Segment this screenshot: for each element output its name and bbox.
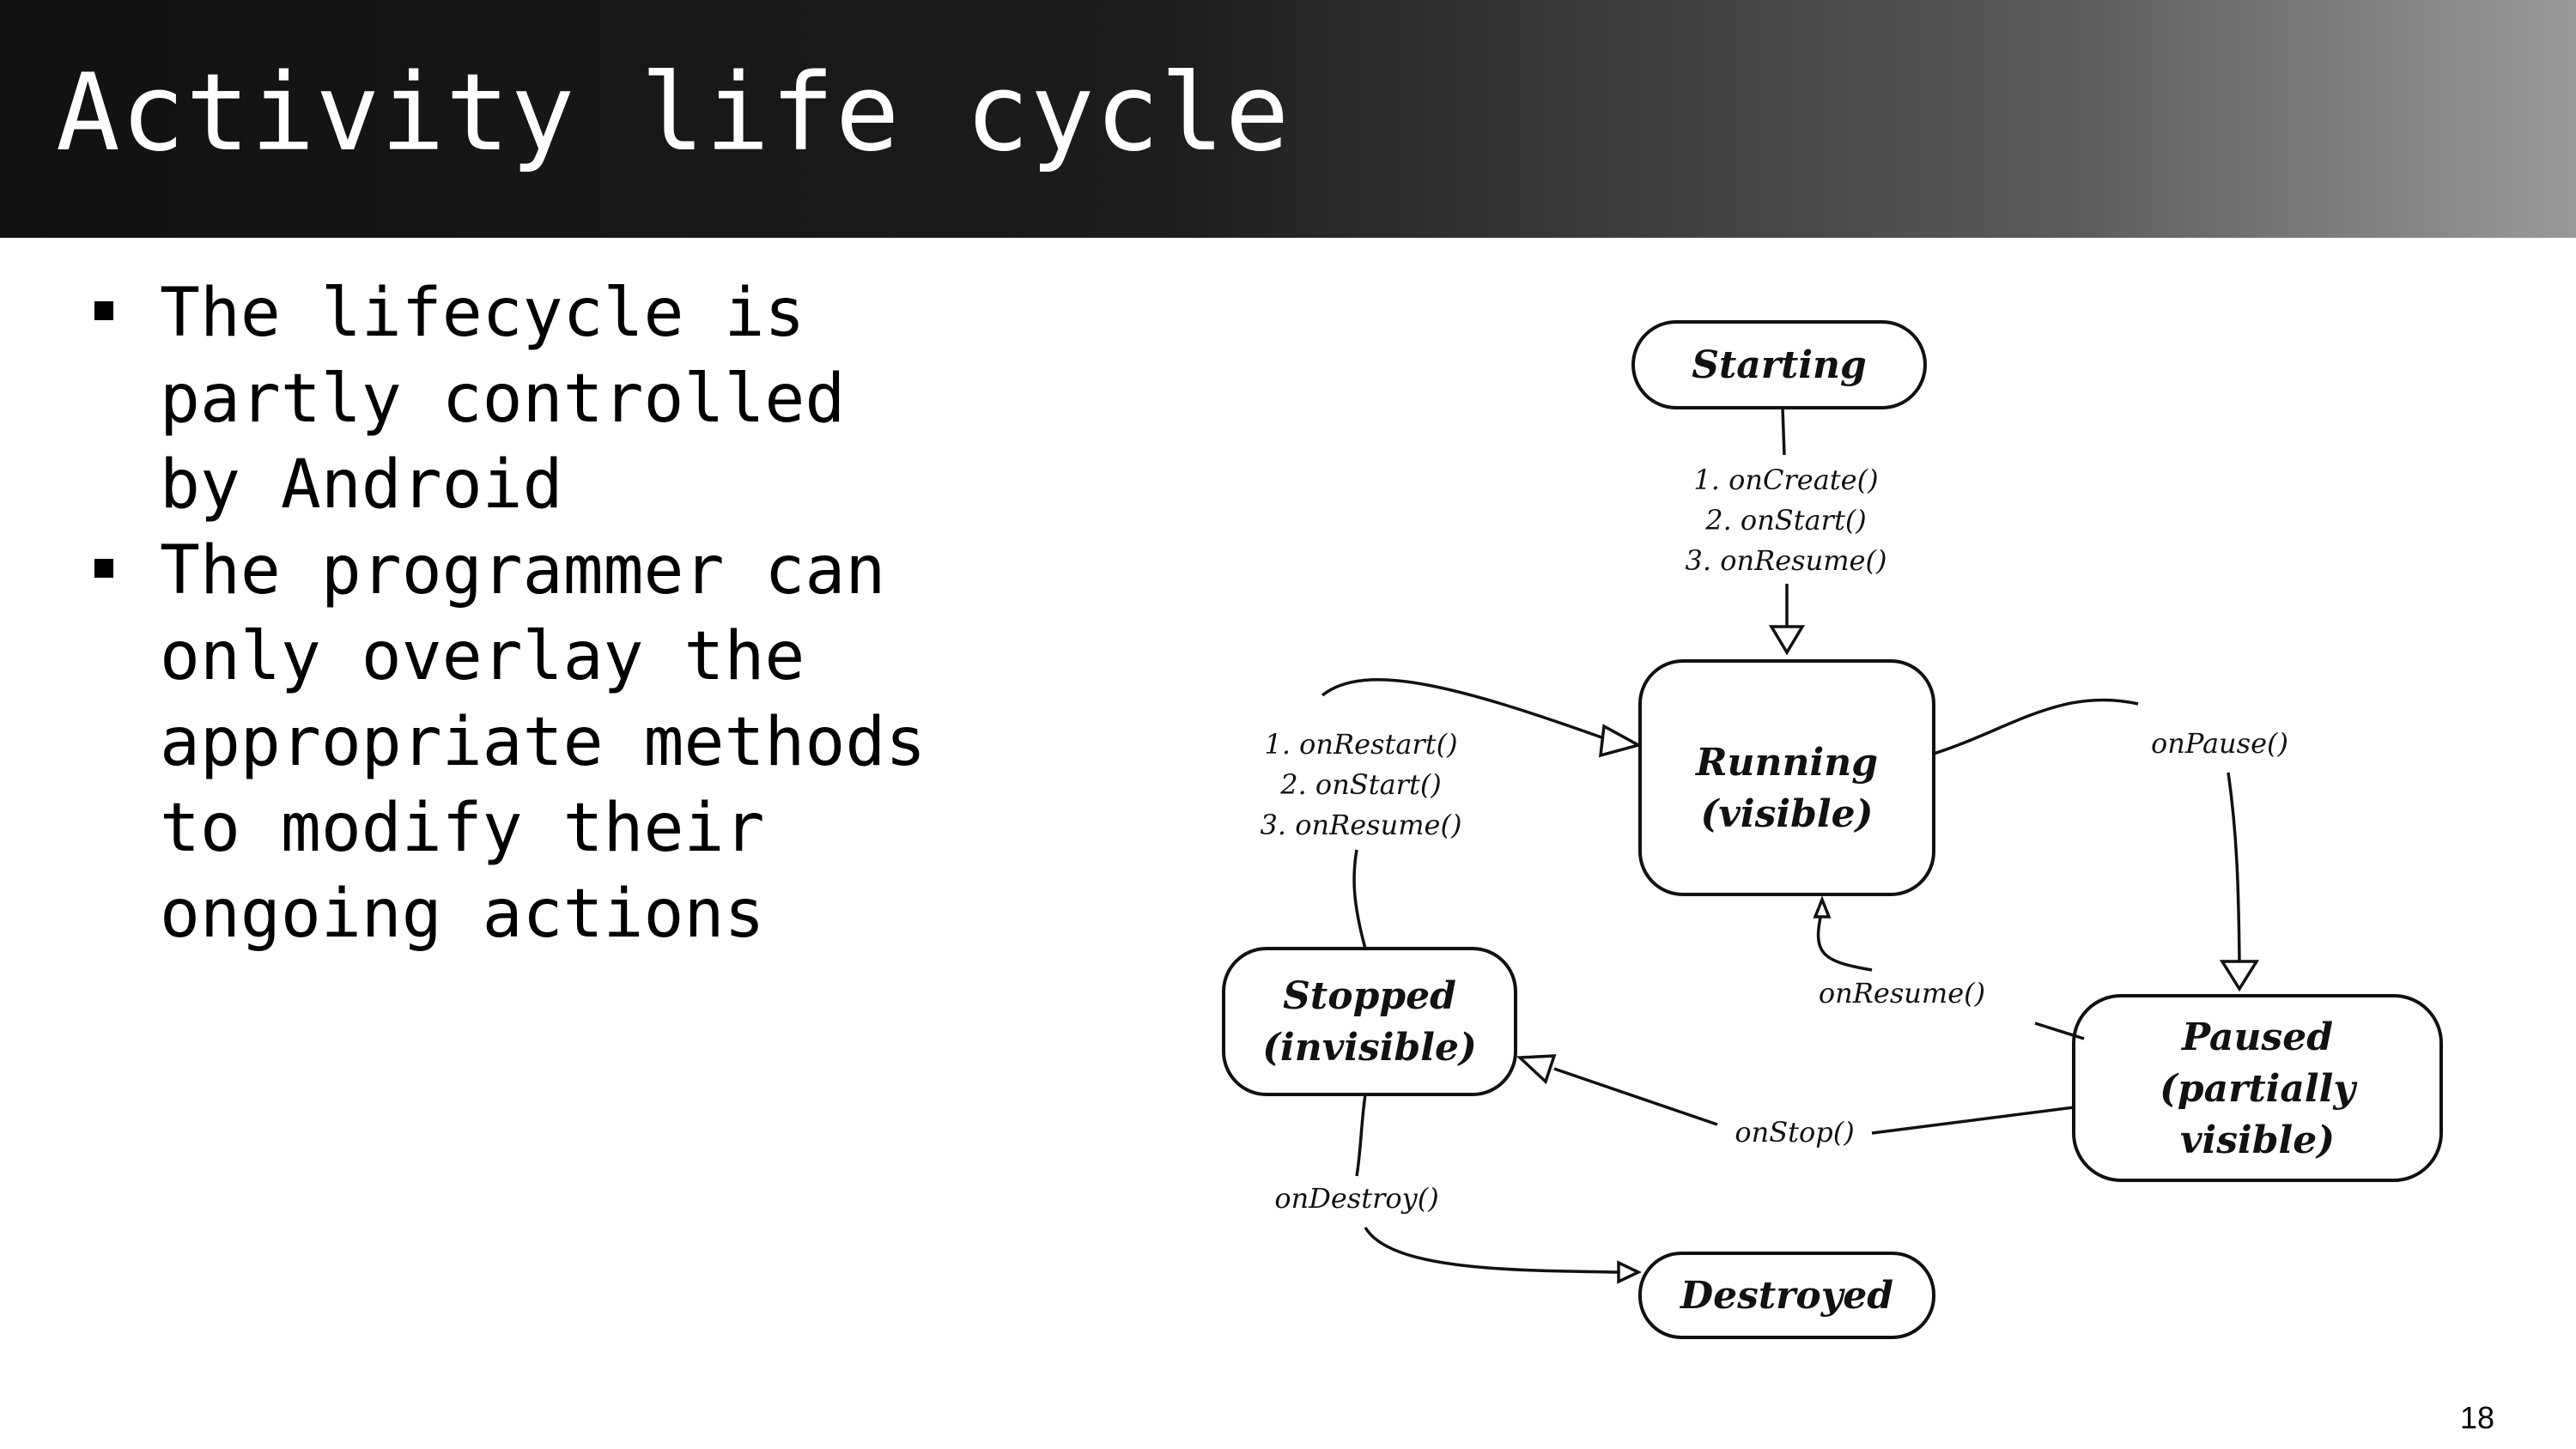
node-running-line1: Running (1694, 741, 1878, 785)
edge-label-onstart: 2. onStart() (1704, 504, 1867, 537)
edge-label-onstart-2: 2. onStart() (1279, 768, 1442, 801)
title-bar: Activity life cycle (0, 0, 2576, 238)
edge-stopped-to-running: 1. onRestart() 2. onStart() 3. onResume(… (1261, 678, 1643, 949)
bullet-text: The lifecycle is partly controlled by An… (160, 275, 846, 524)
node-stopped-line1: Stopped (1283, 974, 1456, 1018)
node-destroyed: Destroyed (1638, 1252, 1935, 1339)
edge-stopped-to-destroyed: onDestroy() (1274, 1094, 1643, 1284)
edge-label-onpause: onPause() (2151, 727, 2288, 760)
bullet-list: The lifecycle is partly controlled by An… (94, 270, 953, 957)
arrowhead-icon (1813, 895, 1832, 919)
edge-label-onstop: onStop() (1735, 1116, 1854, 1149)
node-destroyed-label: Destroyed (1679, 1274, 1893, 1318)
square-bullet-icon (94, 559, 113, 578)
edge-label-onrestart: 1. onRestart() (1264, 728, 1457, 761)
page-number: 18 (2459, 1400, 2494, 1435)
square-bullet-icon (94, 301, 113, 320)
node-paused-line3: visible) (2180, 1119, 2335, 1162)
bullet-item: The programmer can only overlay the appr… (94, 528, 953, 957)
arrowhead-icon (1598, 724, 1643, 758)
edge-start-to-running: 1. onCreate() 2. onStart() 3. onResume() (1686, 407, 1887, 656)
edge-paused-to-stopped: onStop() (1516, 1054, 2075, 1149)
node-paused: Paused (partially visible) (2072, 994, 2443, 1182)
lifecycle-diagram: Starting Running (visible) Stopped (invi… (1222, 320, 2443, 1339)
slide-title: Activity life cycle (56, 52, 1291, 175)
edge-paused-to-running: onResume() (1813, 895, 2085, 1040)
node-running: Running (visible) (1638, 659, 1935, 896)
bullet-text: The programmer can only overlay the appr… (160, 532, 927, 953)
edge-label-onresume-2: 3. onResume() (1261, 809, 1462, 841)
edge-label-onresume-3: onResume() (1819, 977, 1985, 1009)
edge-label-onresume: 3. onResume() (1686, 544, 1887, 577)
edge-running-to-paused: onPause() (1933, 698, 2288, 992)
node-paused-line1: Paused (2180, 1016, 2333, 1059)
arrowhead-icon (1516, 1054, 1557, 1085)
arrowhead-icon (2219, 960, 2260, 992)
bullet-item: The lifecycle is partly controlled by An… (94, 270, 953, 528)
edge-label-oncreate: 1. onCreate() (1693, 464, 1878, 496)
node-stopped: Stopped (invisible) (1222, 947, 1517, 1096)
arrowhead-icon (1617, 1260, 1643, 1284)
node-starting: Starting (1631, 320, 1927, 409)
arrowhead-icon (1768, 625, 1806, 656)
node-starting-label: Starting (1692, 343, 1867, 387)
edge-label-ondestroy: onDestroy() (1274, 1182, 1438, 1215)
node-stopped-line2: (invisible) (1262, 1026, 1477, 1070)
node-running-line2: (visible) (1701, 792, 1874, 836)
node-paused-line2: (partially (2160, 1067, 2358, 1111)
